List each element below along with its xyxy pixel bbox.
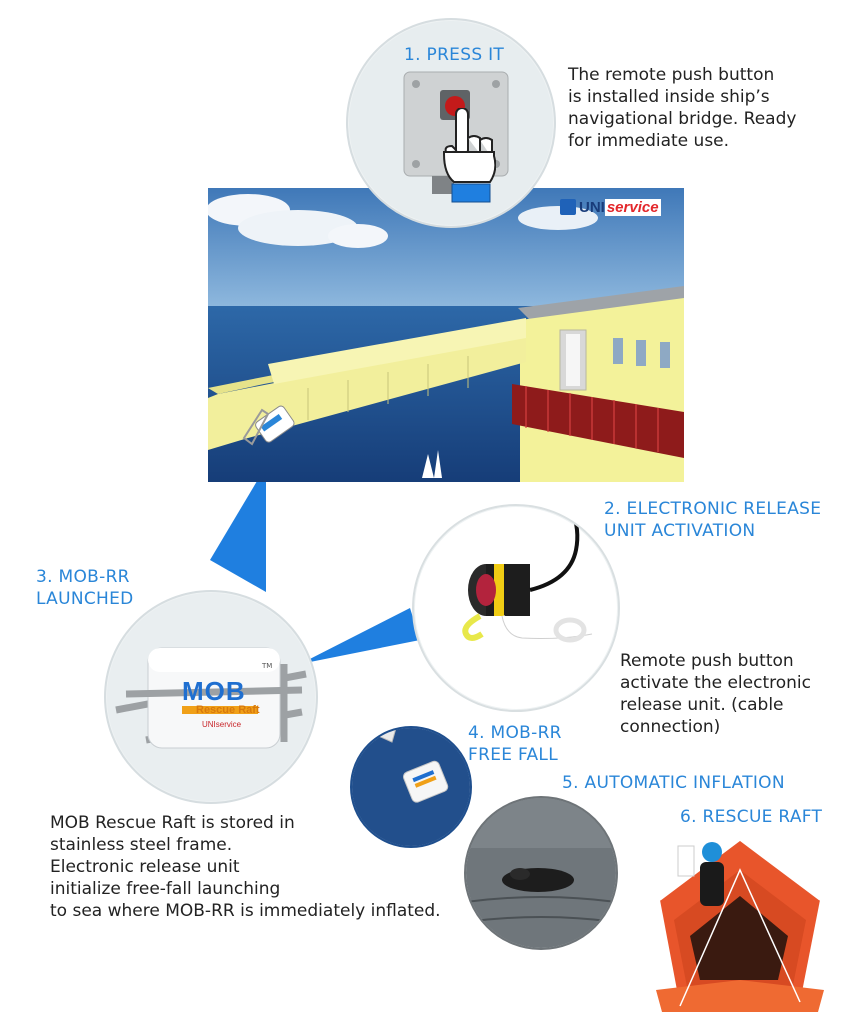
desc-line: navigational bridge. Ready (568, 109, 797, 129)
logo-mark-icon (560, 199, 576, 215)
release-unit-circle (412, 504, 620, 712)
desc-line: The remote push button (568, 65, 775, 85)
inflation-circle (464, 796, 618, 950)
raft-box-tm: TM (262, 662, 273, 670)
step-1-label: 1. PRESS IT (404, 45, 505, 65)
desc-line: MOB Rescue Raft is stored in (50, 813, 295, 833)
inflation-illustration (466, 798, 616, 948)
desc-line: to sea where MOB-RR is immediately infla… (50, 901, 441, 921)
raft-box-subtitle: Rescue Raft (196, 704, 260, 716)
raft-box-maker: UNIservice (202, 720, 242, 729)
desc-line: initialize free-fall launching (50, 879, 281, 899)
desc-line: connection) (620, 717, 721, 737)
storage-description: MOB Rescue Raft is stored in stainless s… (50, 812, 480, 922)
pointer-hand-icon (443, 108, 496, 203)
arrow-release-to-frame (300, 608, 420, 664)
release-unit-illustration (462, 509, 593, 643)
raft-box-brand: MOB (182, 676, 246, 706)
desc-line: Remote push button (620, 651, 794, 671)
logo-brand-a: UNI (579, 198, 605, 216)
arrow-frame-to-deck (210, 466, 266, 592)
step-6-label: 6. RESCUE RAFT (680, 807, 823, 827)
desc-line: stainless steel frame. (50, 835, 233, 855)
raft-frame-circle: MOB TM Rescue Raft UNIservice (104, 590, 318, 804)
desc-line: Electronic release unit (50, 857, 240, 877)
step-3-line1: 3. MOB-RR (36, 567, 130, 587)
step-5-label: 5. AUTOMATIC INFLATION (562, 773, 785, 793)
ship-illustration (208, 188, 684, 482)
step-3-line2: LAUNCHED (36, 589, 134, 609)
logo-brand-b: service (604, 198, 661, 216)
desc-line: release unit. (cable (620, 695, 784, 715)
person (702, 842, 722, 862)
raft-frame-illustration (115, 647, 307, 749)
deck-raft-box (255, 405, 295, 443)
release-unit-description: Remote push button activate the electron… (620, 650, 840, 738)
step-3-label: 3. MOB-RR LAUNCHED (36, 566, 134, 610)
desc-line: is installed inside ship’s (568, 87, 770, 107)
step-4-line1: 4. MOB-RR (468, 723, 562, 743)
step-4-label: 4. MOB-RR FREE FALL (468, 722, 562, 766)
ship-scene: UNI service (208, 188, 684, 482)
push-button-description: The remote push button is installed insi… (568, 64, 838, 152)
step-2-line2: UNIT ACTIVATION (604, 521, 756, 541)
rescue-raft-illustration (656, 839, 824, 1012)
step-2-line1: 2. ELECTRONIC RELEASE (604, 499, 822, 519)
free-fall-illustration (352, 728, 470, 846)
step-2-label: 2. ELECTRONIC RELEASE UNIT ACTIVATION (604, 498, 821, 542)
free-fall-circle (350, 726, 472, 848)
push-button-circle (346, 18, 556, 228)
desc-line: activate the electronic (620, 673, 811, 693)
desc-line: for immediate use. (568, 131, 730, 151)
uniservice-logo: UNI service (560, 196, 682, 218)
step-4-line2: FREE FALL (468, 745, 558, 765)
